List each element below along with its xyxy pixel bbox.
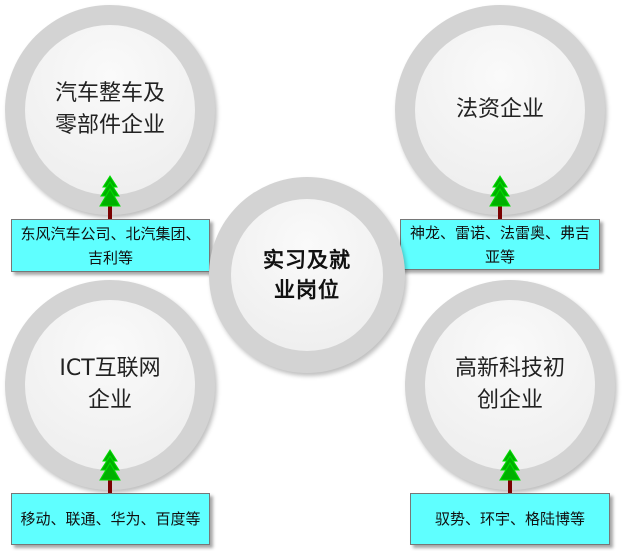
examples-box-french: 神龙、雷诺、法雷奥、弗吉亚等 (400, 219, 600, 270)
node-title: ICT互联网企业 (59, 356, 161, 413)
center-title: 实习及就业岗位 (263, 248, 351, 302)
node-title: 汽车整车及零部件企业 (54, 81, 165, 138)
tree-icon (99, 449, 121, 493)
node-title: 高新科技初创企业 (454, 356, 565, 413)
center-circle: 实习及就业岗位 (209, 177, 405, 373)
node-circle-auto: 汽车整车及零部件企业 (5, 5, 215, 215)
examples-box-ict: 移动、联通、华为、百度等 (11, 493, 210, 545)
examples-box-auto: 东风汽车公司、北汽集团、吉利等 (11, 219, 210, 272)
tree-icon (499, 449, 521, 493)
tree-icon (489, 175, 511, 219)
tree-icon (99, 175, 121, 219)
node-title: 法资企业 (455, 97, 544, 122)
examples-box-startup: 驭势、环宇、格陆博等 (410, 493, 610, 545)
